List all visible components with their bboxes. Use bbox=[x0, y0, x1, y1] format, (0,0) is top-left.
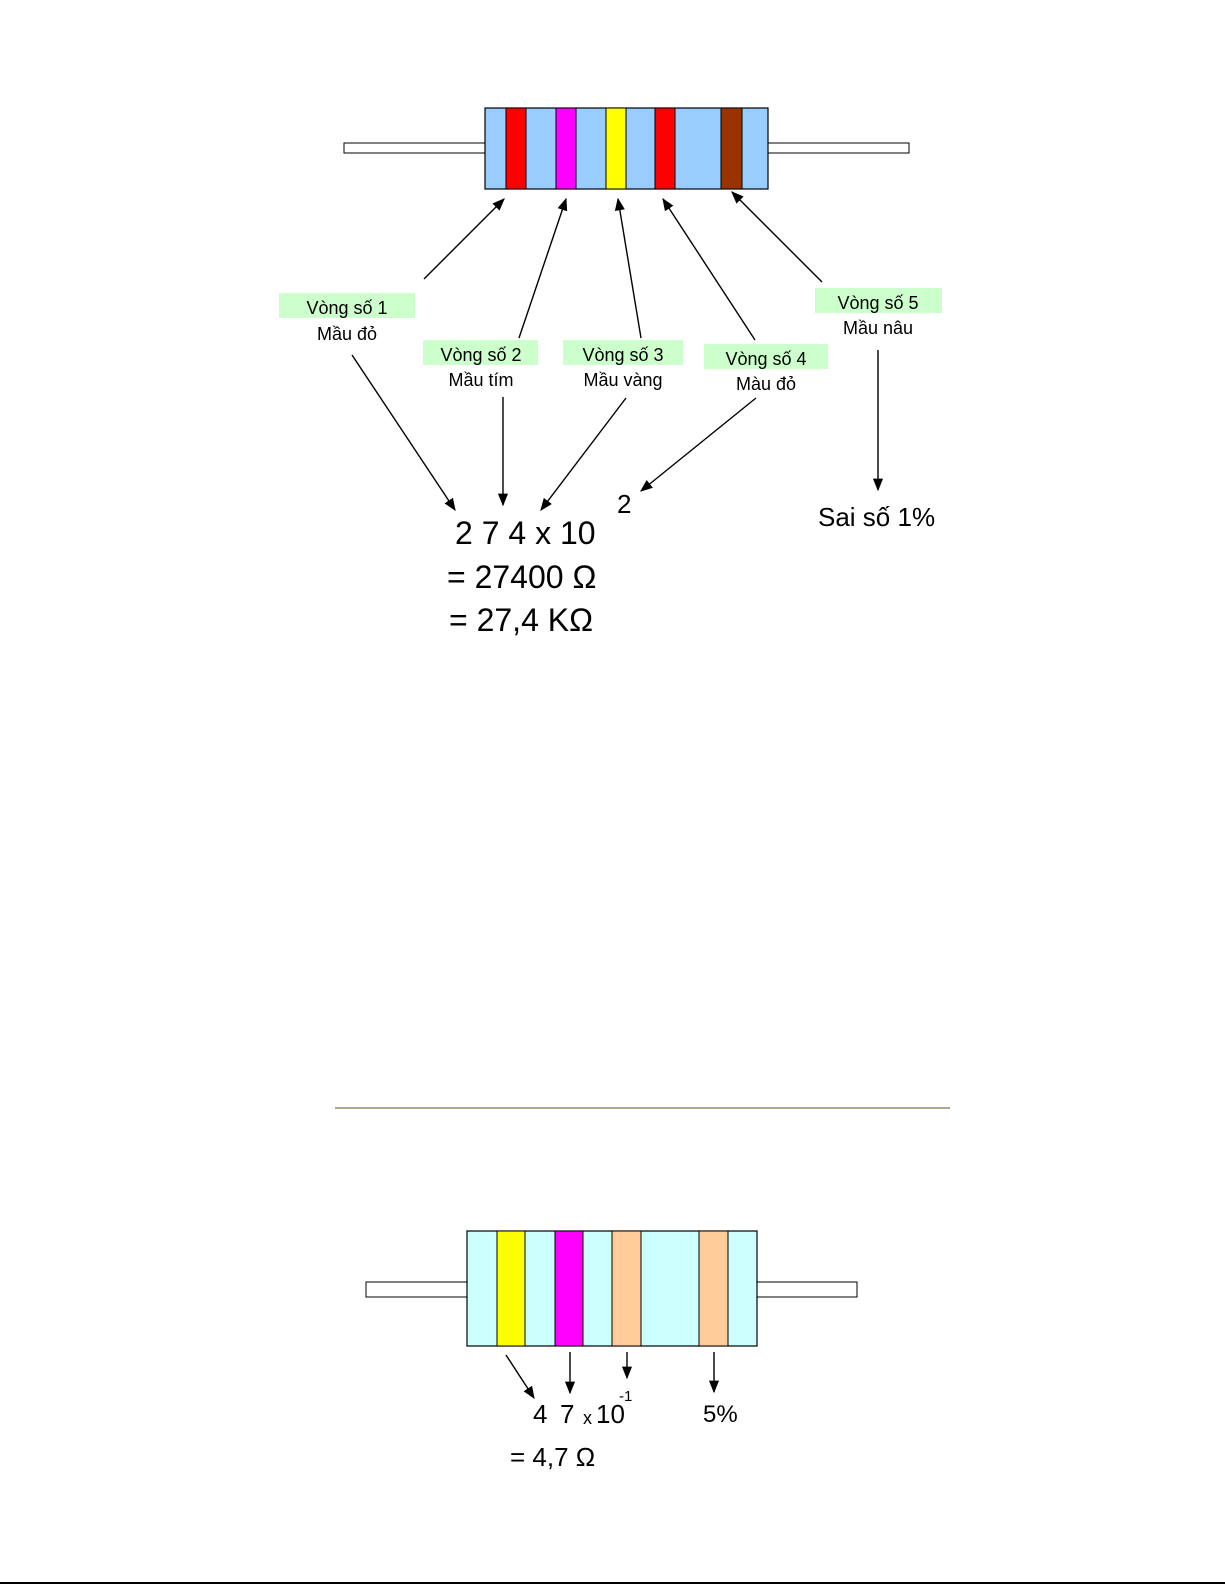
resistor-1-band-3 bbox=[606, 108, 626, 189]
formula-result-ohm: = 27400 Ω bbox=[447, 559, 596, 595]
resistor-2 bbox=[366, 1231, 857, 1346]
formula-digits: 2 7 4 x 10 bbox=[455, 515, 596, 551]
resistor-2-band-1 bbox=[497, 1231, 525, 1346]
label-4-color: Màu đỏ bbox=[736, 374, 796, 394]
r2-digit-1: 4 bbox=[533, 1399, 547, 1429]
resistor-2-lead-right bbox=[755, 1282, 857, 1297]
tolerance-text: Sai số 1% bbox=[818, 502, 935, 532]
arrow-label-3-to-band-3 bbox=[618, 199, 641, 338]
label-3-title: Vòng số 3 bbox=[582, 345, 663, 365]
r2-tolerance: 5% bbox=[703, 1401, 738, 1428]
resistor-1 bbox=[344, 108, 909, 189]
label-3-color: Mầu vàng bbox=[583, 370, 662, 390]
resistor-2-band-3 bbox=[612, 1231, 641, 1346]
resistor-2-band-4 bbox=[699, 1231, 728, 1346]
resistor-1-lead-right bbox=[767, 143, 909, 153]
arrow-label-1-to-band-1 bbox=[424, 199, 504, 279]
resistor-2-lead-left bbox=[366, 1282, 468, 1297]
r2-digit-2: 7 bbox=[560, 1399, 574, 1429]
r2-arrow-band-1 bbox=[506, 1355, 534, 1398]
formula-exponent: 2 bbox=[617, 489, 631, 519]
label-5-color: Mầu nâu bbox=[843, 318, 913, 338]
resistor-1-band-4 bbox=[655, 108, 675, 189]
label-1-color: Mầu đỏ bbox=[317, 324, 377, 344]
label-2-color: Mầu tím bbox=[448, 370, 513, 390]
arrow-label-5-to-band-5 bbox=[732, 192, 822, 282]
label-2-title: Vòng số 2 bbox=[440, 345, 521, 365]
resistor-1-band-1 bbox=[506, 108, 526, 189]
r2-exponent: -1 bbox=[619, 1388, 632, 1405]
arrow-label-1-to-formula bbox=[352, 355, 455, 510]
resistor-1-band-2 bbox=[556, 108, 576, 189]
r2-times: x bbox=[583, 1408, 592, 1428]
label-4-title: Vòng số 4 bbox=[725, 349, 806, 369]
r2-result: = 4,7 Ω bbox=[510, 1442, 595, 1472]
label-1-title: Vòng số 1 bbox=[306, 298, 387, 318]
arrow-label-2-to-band-2 bbox=[519, 199, 566, 338]
resistor-2-band-2 bbox=[555, 1231, 583, 1346]
label-5-title: Vòng số 5 bbox=[837, 293, 918, 313]
arrow-label-4-to-band-4 bbox=[663, 199, 755, 340]
arrow-label-3-to-formula bbox=[541, 398, 626, 510]
arrow-label-4-to-formula bbox=[641, 398, 756, 491]
resistor-1-band-5 bbox=[721, 108, 742, 189]
resistor-1-lead-left bbox=[344, 143, 486, 153]
formula-result-kohm: = 27,4 KΩ bbox=[449, 602, 593, 638]
